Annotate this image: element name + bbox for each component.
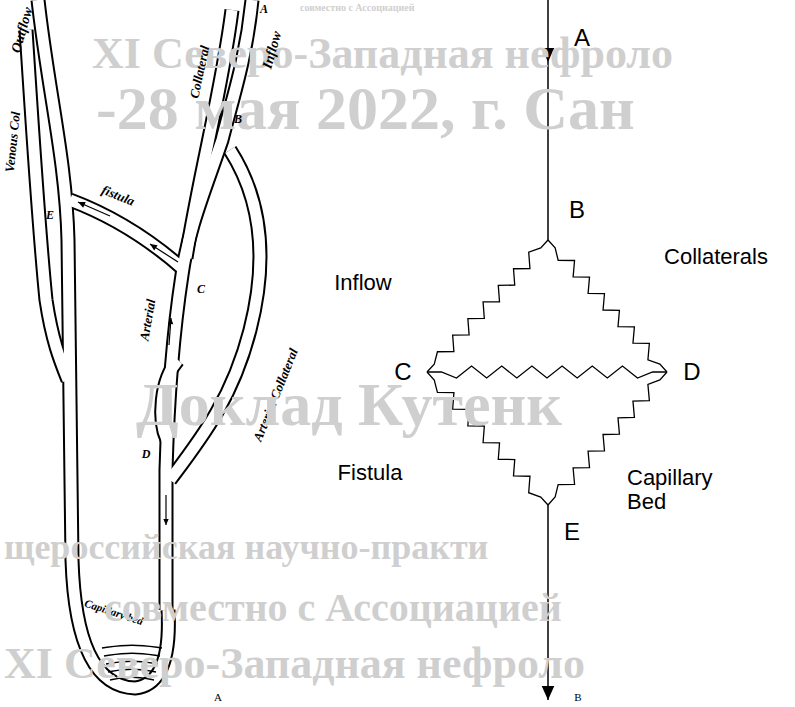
watermark: -28 мая 2022, г. Сан (96, 74, 635, 142)
arrow-head (168, 318, 173, 324)
node-letter: E (564, 519, 580, 545)
vessel-label: Venous Col (3, 111, 24, 173)
branch-label: Inflow (334, 271, 391, 295)
vessel-wall (70, 200, 182, 268)
arrow-head (163, 519, 168, 525)
arrow-head (150, 244, 158, 250)
watermark: Доклад Кутенк (136, 370, 562, 438)
vessel-label: fistula (100, 183, 137, 209)
branch-label: Capillary Bed (627, 466, 737, 514)
branch-label: Fistula (338, 461, 403, 485)
panel-letter: A (214, 691, 222, 703)
node-letter: A (574, 25, 590, 51)
node-letter: D (683, 359, 700, 385)
point-letter: C (197, 283, 205, 296)
vessel-label: Outflow (8, 5, 36, 54)
watermark: совместно с Ассоциацией (300, 2, 414, 13)
arrow-head (78, 202, 86, 208)
vessel-lumen (26, 30, 68, 380)
watermark: XI Северо-Западная нефроло (4, 640, 585, 688)
point-letter: A (260, 3, 268, 16)
arrow-head (542, 686, 555, 700)
point-letter: B (234, 113, 242, 126)
panel-letter: B (574, 691, 581, 703)
point-letter: D (142, 448, 151, 461)
watermark: щероссийская научно-практи (4, 528, 488, 568)
watermark: совместно с Ассоциацией (104, 586, 562, 630)
flow-line (150, 244, 178, 262)
point-letter: E (46, 209, 54, 222)
resistor-symbol (548, 240, 667, 372)
vessel-label: Arterial (137, 298, 158, 342)
node-letter: B (569, 197, 585, 223)
branch-label: Collaterals (664, 245, 768, 269)
flow-arrows (78, 202, 178, 525)
flow-line (78, 202, 110, 216)
vessel-lumen (70, 200, 182, 268)
resistor-symbol (427, 240, 548, 372)
